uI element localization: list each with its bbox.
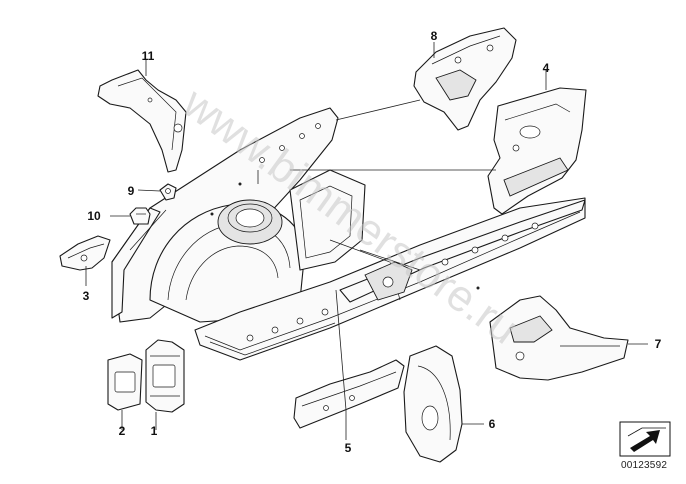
callout-label-7: 7 [655,337,662,351]
callout-label-5: 5 [345,441,352,455]
callout-labels: 1 2 3 4 5 6 7 8 9 10 11 [83,29,662,455]
callout-label-2: 2 [119,424,126,438]
callout-label-10: 10 [87,209,101,223]
part-4-drawing [487,87,587,215]
leader-lines [85,42,648,440]
part-5-drawing [293,359,405,429]
part-3-drawing [59,235,111,271]
callout-label-11: 11 [142,49,155,63]
arrow-direction-icon [619,421,671,457]
side-member-holes [246,222,539,342]
callout-label-9: 9 [128,184,135,198]
callout-label-3: 3 [83,289,90,303]
part-1-drawing [145,339,185,413]
part-9-drawing [159,183,177,201]
part-6-drawing [403,345,463,463]
callout-label-6: 6 [489,417,496,431]
front-structure-assembly [111,107,586,361]
part-8-drawing [413,27,517,131]
callout-label-1: 1 [151,424,158,438]
part-7-drawing [489,295,629,381]
part-2-drawing [107,353,143,411]
part-11-drawing [97,69,187,173]
callout-label-8: 8 [431,29,438,43]
callout-label-4: 4 [543,61,550,75]
catalog-number: 00123592 [621,460,668,471]
part-10-drawing [129,207,151,225]
